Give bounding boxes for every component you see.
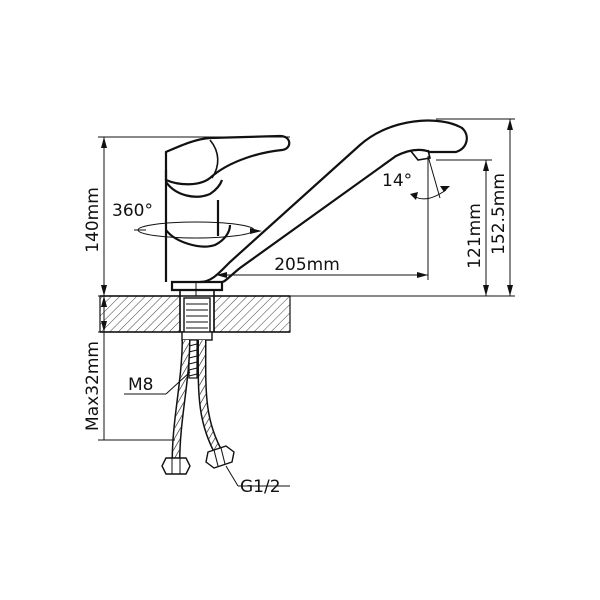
dimension-152-5mm: 152.5mm [489,119,513,296]
faucet-handle [164,134,291,186]
hose-nut-left [161,457,191,475]
m8-callout: M8 [124,371,191,395]
dimension-max32mm: Max32mm [83,296,107,440]
mounting-shank [179,290,215,341]
spout-height-label: 121mm [465,203,485,269]
threaded-stud [188,339,198,379]
spout-reach-label: 205mm [274,255,340,275]
overall-height-label: 152.5mm [489,173,509,255]
hose-connector-label: G1/2 [240,477,281,497]
stud-thread-label: M8 [128,375,153,395]
rotation-label: 360° [112,201,153,221]
extension-lines [98,118,515,441]
dimension-121mm: 121mm [465,160,489,296]
dimension-140mm: 140mm [83,137,107,296]
g12-callout: G1/2 [225,465,290,497]
max-thickness-label: Max32mm [83,341,103,431]
spout-angle-label: 14° [382,171,412,191]
height-140-label: 140mm [83,187,103,253]
flexible-hoses [171,339,224,461]
spout-angle-indicator [410,155,450,280]
hose-nut-right [205,445,235,469]
dimension-205mm: 205mm [216,255,428,278]
rotation-arrow [134,221,262,239]
faucet-body [164,119,468,292]
